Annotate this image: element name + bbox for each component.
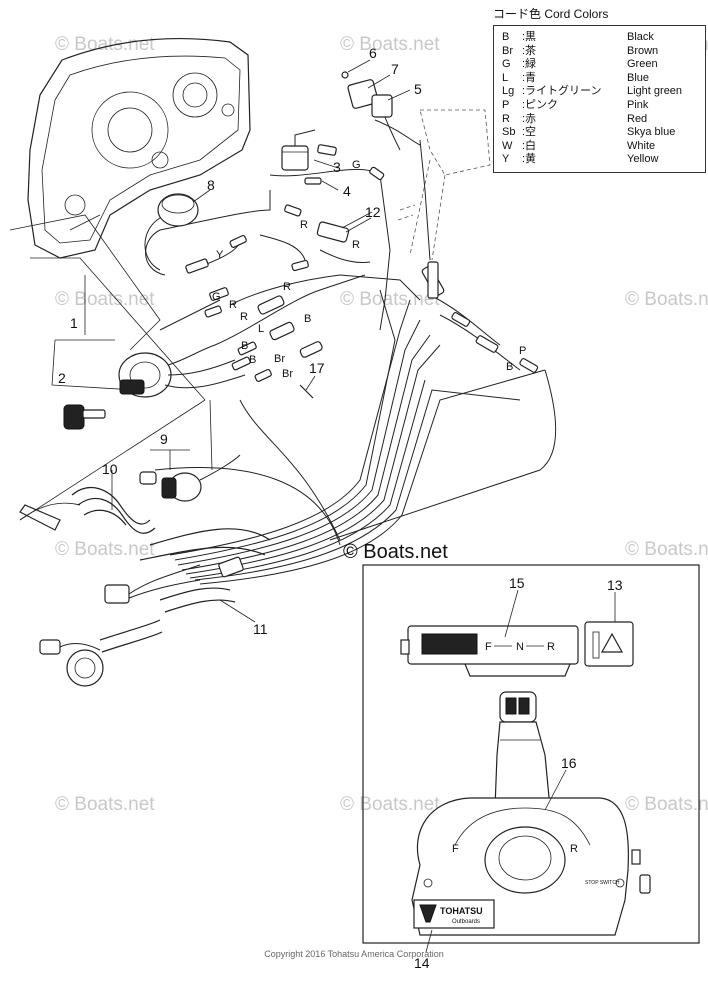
part-12-connector	[316, 211, 373, 243]
callout-4: 4	[343, 183, 351, 199]
inset-box	[362, 564, 700, 944]
wire-label-p: P	[519, 345, 526, 357]
brand-tohatsu: TOHATSU	[440, 906, 483, 916]
wire-label-r: R	[352, 239, 360, 251]
callout-leaders	[111, 59, 616, 953]
callout-5: 5	[414, 81, 422, 97]
watermark: © Boats.net	[340, 794, 440, 815]
copyright-notice: Copyright 2016 Tohatsu America Corporati…	[264, 949, 444, 959]
part-13-switch-plate	[584, 621, 634, 667]
watermark: © Boats.net	[55, 34, 155, 55]
connectors	[185, 144, 539, 382]
part-5-7-switch	[341, 71, 401, 151]
callout-8: 8	[207, 177, 215, 193]
wire-label-br: Br	[282, 368, 293, 380]
wire-label-l: L	[258, 323, 264, 335]
callout-15: 15	[509, 575, 525, 591]
wire-label-b: B	[506, 361, 513, 373]
wire-label-g: G	[352, 159, 361, 171]
wire-label-b: B	[249, 354, 256, 366]
throttle-handle-ghost	[397, 109, 491, 299]
callout-7: 7	[391, 61, 399, 77]
wire-label-y: Y	[216, 249, 224, 261]
gauge-r: R	[547, 641, 555, 653]
callout-9: 9	[160, 431, 168, 447]
lever-stop-label: STOP SWITCH	[585, 880, 620, 886]
lever-f: F	[452, 843, 459, 855]
part-1-main-switch	[118, 344, 246, 398]
part-2-key	[63, 404, 106, 430]
watermark: © Boats.net	[340, 289, 440, 310]
watermark: © Boats.net	[625, 794, 708, 815]
control-box-housing	[27, 37, 251, 259]
gauge-f: F	[485, 641, 492, 653]
gauge-n: N	[516, 641, 524, 653]
watermark: © Boats.net	[625, 289, 708, 310]
callout-3: 3	[333, 159, 341, 175]
wire-label-b: B	[304, 313, 311, 325]
callout-17: 17	[309, 360, 325, 376]
wire-label-r: R	[229, 299, 237, 311]
part-15-gauge: F N R	[400, 625, 579, 677]
part-3-relay	[281, 129, 316, 171]
watermark: © Boats.net	[55, 539, 155, 560]
wire-label-r: R	[240, 311, 248, 323]
callout-10: 10	[102, 461, 118, 477]
lever-r: R	[570, 843, 578, 855]
part-10-lanyard	[19, 471, 157, 534]
part-17-pin	[299, 384, 314, 399]
wire-label-g: G	[212, 291, 221, 303]
watermark: © Boats.net	[55, 794, 155, 815]
callout-14: 14	[414, 955, 430, 971]
wire-color-labels: G R R Y G R R R L B B B Br Br P B	[212, 159, 526, 380]
brand-sub: Outboards	[452, 919, 480, 925]
wire-label-br: Br	[274, 353, 285, 365]
part-9-stop-switch	[161, 454, 241, 502]
callout-16: 16	[561, 755, 577, 771]
watermarks: © Boats.net © Boats.net © Boats.net © Bo…	[55, 34, 708, 815]
callout-numbers: 1 2 3 4 5 6 7 8 9 10 11 12 13 14 15 16 1…	[58, 45, 623, 971]
part-4-screw	[304, 177, 322, 185]
callout-13: 13	[607, 577, 623, 593]
callout-12: 12	[365, 204, 381, 220]
callout-11: 11	[253, 621, 268, 637]
leader-lines	[9, 214, 213, 521]
watermark: © Boats.net	[340, 34, 440, 55]
callout-2: 2	[58, 370, 66, 386]
boats-net-label: © Boats.net	[343, 541, 448, 563]
wire-label-b: B	[241, 340, 248, 352]
wire-label-r: R	[300, 219, 308, 231]
watermark: © Boats.net	[55, 289, 155, 310]
callout-6: 6	[369, 45, 377, 61]
legend-title: コード色 Cord Colors	[493, 7, 609, 21]
callout-1: 1	[70, 315, 78, 331]
wire-label-r: R	[283, 281, 291, 293]
watermark: © Boats.net	[625, 539, 708, 560]
part-11-harness	[39, 528, 271, 687]
part-16-control-lever: F R STOP SWITCH TOHATSU Outboards	[411, 691, 651, 936]
part-8-buzzer	[144, 193, 199, 271]
